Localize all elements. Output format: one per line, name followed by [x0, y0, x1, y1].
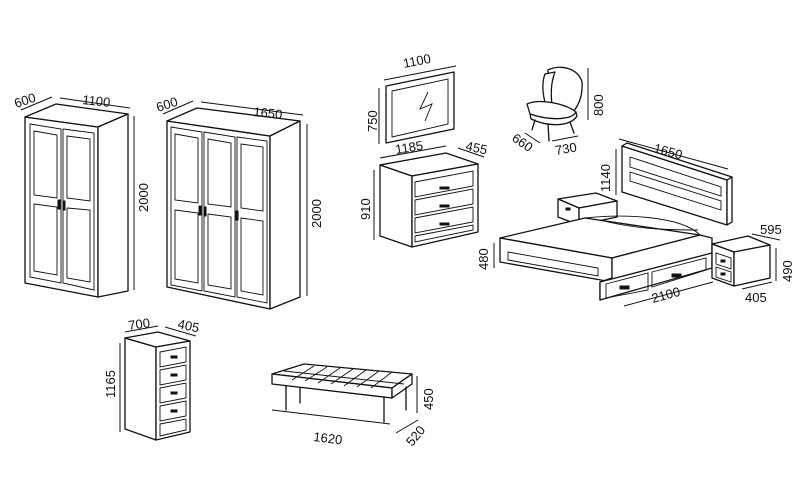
bed-headboard-height-label: 1140 — [598, 164, 613, 192]
mirror-height-label: 750 — [365, 110, 380, 132]
dresser-height-label: 910 — [358, 198, 373, 220]
nightstand-depth-label: 595 — [760, 222, 782, 237]
wardrobe-2door — [20, 96, 135, 298]
armchair — [524, 66, 589, 144]
dresser — [373, 145, 485, 248]
wardrobe-2door-width-label: 1100 — [82, 92, 111, 110]
wardrobe-3door-depth-label: 600 — [154, 94, 179, 115]
wardrobe-2door-height-label: 2000 — [136, 183, 151, 212]
nightstand-height-label: 490 — [780, 260, 795, 282]
wardrobe-3door — [162, 100, 308, 310]
wardrobe-3door-height-label: 2000 — [309, 199, 324, 228]
bench — [271, 363, 419, 434]
bed-frame-height-label: 480 — [476, 248, 491, 270]
wardrobe-2door-depth-label: 600 — [12, 90, 37, 111]
chair-width-label: 730 — [554, 139, 578, 158]
nightstand-right — [711, 233, 781, 290]
bench-width-label: 1620 — [313, 429, 344, 447]
tall-chest — [119, 325, 197, 441]
chair-depth-label: 660 — [509, 130, 535, 155]
bed-length-label: 2100 — [650, 284, 682, 306]
mirror — [378, 65, 457, 144]
wardrobe-3door-width-label: 1650 — [253, 104, 283, 122]
dresser-width-label: 1185 — [394, 138, 424, 157]
bed — [493, 138, 733, 307]
chest-height-label: 1165 — [103, 370, 118, 398]
dresser-depth-label: 455 — [464, 138, 488, 157]
bench-height-label: 450 — [421, 388, 436, 410]
chest-depth-label: 405 — [176, 316, 200, 335]
nightstand-width-label: 405 — [745, 290, 767, 305]
bed-width-label: 1650 — [652, 140, 684, 162]
chest-width-label: 700 — [127, 315, 151, 333]
mirror-width-label: 1100 — [402, 51, 432, 71]
chair-height-label: 800 — [591, 94, 606, 116]
